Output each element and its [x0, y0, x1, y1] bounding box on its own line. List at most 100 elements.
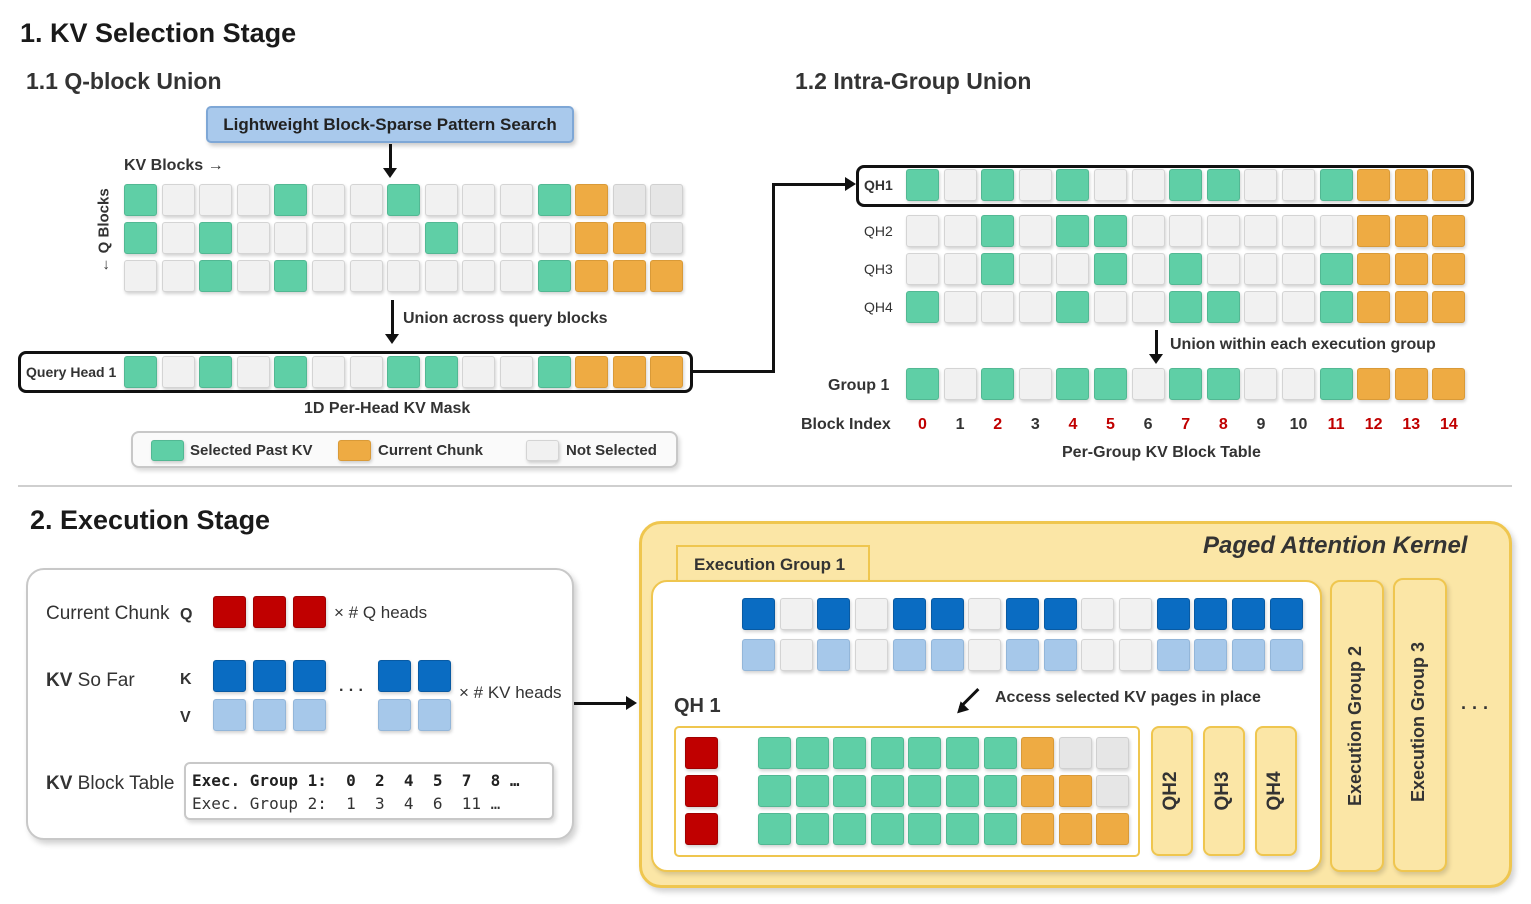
- head-mask-cell: [537, 356, 571, 388]
- k-blocks-a: [213, 660, 326, 692]
- group-head-cell: [1319, 253, 1353, 285]
- group-union-label: Union within each execution group: [1170, 336, 1436, 353]
- connector-h1: [693, 370, 774, 373]
- kv-block-cell: [236, 222, 270, 254]
- kernel-k-cell: [742, 598, 775, 630]
- attention-cell: [983, 737, 1017, 769]
- kernel-k-cell: [1269, 598, 1303, 630]
- block-index: 12: [1364, 416, 1383, 433]
- connector-arrow-head: [845, 177, 856, 191]
- group-head-cell: [1206, 215, 1240, 247]
- k-letter: K: [180, 671, 192, 688]
- exec-group-2-label: Execution Group 2: [1345, 645, 1365, 807]
- kv-block-cell: [462, 260, 496, 292]
- qh1-query-blocks: [685, 737, 718, 845]
- kernel-v-cell: [1156, 639, 1190, 671]
- head-mask-cell: [161, 356, 195, 388]
- kernel-k-cell: [817, 598, 851, 630]
- k-block: [293, 660, 326, 692]
- legend-selected-swatch: [151, 440, 184, 461]
- access-label: Access selected KV pages in place: [995, 689, 1261, 706]
- group-head-cell: [906, 169, 939, 201]
- head-label-qh2: QH2: [864, 223, 893, 239]
- exec-group-1-tab: Execution Group 1: [676, 545, 870, 581]
- kv-block-cell: [312, 222, 345, 254]
- kv-heads-label: × # KV heads: [459, 683, 562, 702]
- group-head-cell: [1018, 253, 1052, 285]
- kv-block-cell: [349, 260, 383, 292]
- kv-block-cell: [349, 222, 383, 254]
- kv-block-cell: [124, 222, 157, 254]
- mask-label: 1D Per-Head KV Mask: [304, 400, 471, 417]
- kernel-k-cell: [1156, 598, 1190, 630]
- k-blocks-b: [378, 660, 451, 692]
- exec-group-3-panel: [1393, 578, 1447, 872]
- more-groups-dots: · · ·: [1461, 698, 1489, 718]
- kv-block-cell: [537, 184, 571, 216]
- union-arrow-head: [385, 334, 399, 344]
- group-head-cell: [1206, 253, 1240, 285]
- kernel-v-cell: [779, 639, 813, 671]
- q-heads-label: × # Q heads: [334, 603, 428, 622]
- group-union-cell: [943, 368, 977, 400]
- block-index: 0: [918, 416, 927, 433]
- attention-cell: [833, 813, 867, 845]
- group-union-cell: [1206, 368, 1240, 400]
- group-head-cell: [1244, 291, 1278, 323]
- v-block: [293, 699, 326, 731]
- block-index: 8: [1218, 416, 1228, 433]
- kernel-v-cell: [855, 639, 889, 671]
- attention-cell: [908, 775, 942, 807]
- group-head-cell: [943, 215, 977, 247]
- group-union-cell: [1169, 368, 1203, 400]
- kv-block-table-bold: KV: [46, 773, 73, 794]
- block-index: 5: [1106, 416, 1115, 433]
- v-blocks-b: [378, 699, 451, 731]
- kernel-arrow-head: [626, 696, 637, 710]
- block-index: 4: [1068, 416, 1078, 433]
- kernel-v-cell: [930, 639, 964, 671]
- legend-current-swatch: [338, 440, 371, 461]
- head-mask-cell: [424, 356, 458, 388]
- kv-block-cell: [124, 260, 157, 292]
- head-mask-cell: [199, 356, 233, 388]
- group-head-cell: [1056, 169, 1090, 201]
- group-head-cell: [1018, 169, 1052, 201]
- kv-block-cell: [349, 184, 383, 216]
- kv-block-cell: [537, 260, 571, 292]
- group-head-cell: [1206, 291, 1240, 323]
- group-union-cell: [981, 368, 1015, 400]
- group-head-cell: [943, 253, 977, 285]
- connector-v: [772, 183, 775, 373]
- query-block: [685, 737, 718, 769]
- search-arrow: [389, 144, 392, 172]
- group-union-cell: [1056, 368, 1090, 400]
- group-head-cell: [1282, 291, 1315, 323]
- kv-block-cell: [650, 222, 684, 254]
- group-head-cell: [1319, 215, 1353, 247]
- head-label-qh3: QH3: [864, 261, 893, 277]
- legend-selected-label: Selected Past KV: [190, 442, 313, 459]
- head-mask-cell: [500, 356, 533, 388]
- kv-block-cell: [575, 260, 609, 292]
- kv-block-cell: [387, 222, 421, 254]
- group-head-cell: [1131, 291, 1165, 323]
- kv-block-cell: [575, 184, 609, 216]
- group-union-cell: [1094, 368, 1127, 400]
- group-union-cell: [1018, 368, 1052, 400]
- block-index: 11: [1327, 416, 1345, 433]
- kv-block-cell: [424, 222, 458, 254]
- head-mask-cell: [612, 356, 646, 388]
- kv-so-far-label: KV So Far: [46, 670, 135, 692]
- qh1-kernel-label: QH 1: [674, 695, 721, 717]
- kernel-v-cell: [1005, 639, 1039, 671]
- query-head-box: [18, 351, 693, 393]
- kernel-k-cell: [855, 598, 889, 630]
- attention-cell: [1058, 775, 1092, 807]
- kv-block-cell: [199, 260, 233, 292]
- kv-block-cell: [387, 184, 421, 216]
- attention-cell: [795, 813, 829, 845]
- kv-block-cell: [199, 222, 233, 254]
- legend-current-label: Current Chunk: [378, 442, 483, 459]
- group-head-cell: [1394, 253, 1428, 285]
